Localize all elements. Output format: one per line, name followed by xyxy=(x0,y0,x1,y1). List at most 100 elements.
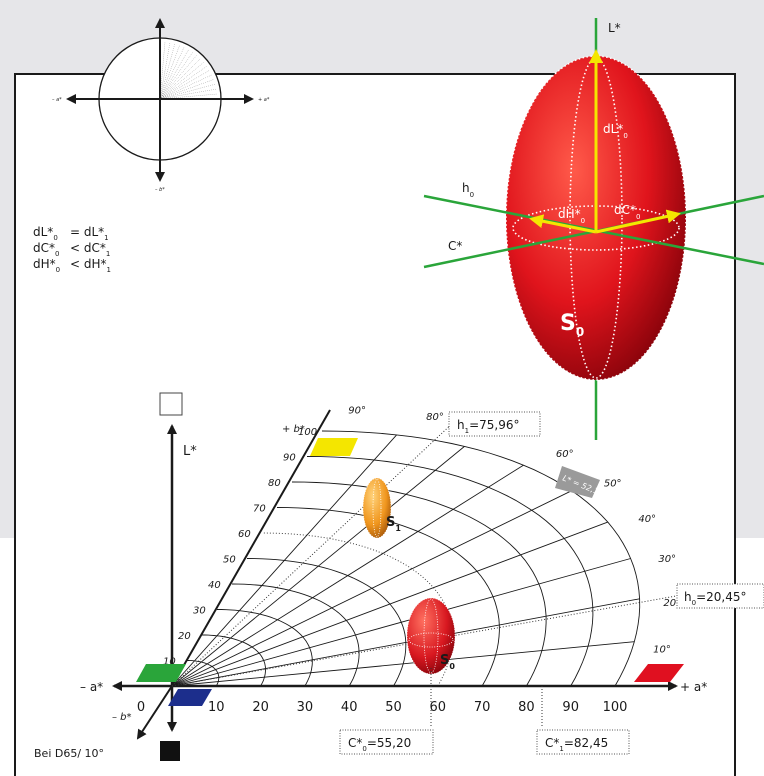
callout-h1-value: =75,96° xyxy=(469,418,519,432)
callout-h0: h0=20,45° xyxy=(676,583,764,609)
a-tick-label: 90 xyxy=(562,700,579,715)
a-tick-label: 50 xyxy=(385,700,402,715)
c-axis-label: C* xyxy=(448,239,462,253)
hue-angle-label: 90° xyxy=(348,406,366,417)
blue-swatch xyxy=(168,689,212,706)
svg-text:dC*0: dC*0 xyxy=(614,203,640,221)
a-tick-label: 0 xyxy=(137,700,145,715)
green-swatch xyxy=(136,664,186,682)
hue-angle-label: 40° xyxy=(638,514,656,525)
svg-text:dH*0< dH*1: dH*0< dH*1 xyxy=(33,257,111,274)
black-swatch xyxy=(160,741,180,761)
chroma-ring xyxy=(217,609,313,687)
wheel-minus-a-label: – a* xyxy=(52,97,62,103)
dL-sub: 0 xyxy=(623,132,627,140)
s1-ellipsoid-meridian xyxy=(372,478,382,538)
callout-c0-value: =55,20 xyxy=(367,736,411,750)
callout-c0: C*0=55,20 xyxy=(339,729,434,755)
chroma-ring xyxy=(246,558,407,687)
callout-c1-pre: C* xyxy=(545,736,559,750)
svg-text:C*1=82,45: C*1=82,45 xyxy=(545,736,608,753)
s0-big-sub: 0 xyxy=(576,325,584,339)
wheel-plus-a-label: + a* xyxy=(258,97,270,103)
s1-ellipsoid-dots xyxy=(362,477,392,539)
wheel-fan-ray xyxy=(159,42,176,100)
hue-ray xyxy=(171,446,465,687)
b-tick-label: 50 xyxy=(223,555,236,566)
callout-h1-box xyxy=(448,411,541,437)
wheel-fan-ray xyxy=(159,51,194,100)
formula-1-lhs-sub: 0 xyxy=(53,234,57,242)
wheel-fan-ray xyxy=(159,88,218,100)
s0-small-ellipsoid-dots xyxy=(406,597,456,675)
b-tick-label: 30 xyxy=(193,606,206,617)
plot-minus-a-label: – a* xyxy=(80,680,103,694)
wheel-fan-ray xyxy=(159,57,202,100)
formula-3-op: < dH* xyxy=(70,257,107,271)
svg-text:dH*0: dH*0 xyxy=(558,207,585,225)
dH-sub: 0 xyxy=(581,217,585,225)
callout-c0-box xyxy=(339,729,434,755)
wheel-fan-ray xyxy=(159,78,215,100)
wheel-fan-ray xyxy=(159,41,171,100)
wheel-fan-ray xyxy=(159,65,208,100)
s0-small-ellipsoid-equator xyxy=(408,632,454,648)
wheel-fan-ray xyxy=(159,48,190,100)
a-tick-label: 30 xyxy=(297,700,314,715)
svg-text:S1: S1 xyxy=(386,515,401,533)
h0-axis-sub: 0 xyxy=(470,191,474,199)
s0-small-ellipsoid xyxy=(407,598,455,674)
hue-angle-label: 50° xyxy=(604,479,622,490)
dC-arrow xyxy=(595,209,681,234)
svg-text:dL*0: dL*0 xyxy=(603,122,628,140)
plot-minus-b-label: – b* xyxy=(112,712,132,723)
s0-big-label: S xyxy=(560,311,576,336)
wheel-minus-b-label: – b* xyxy=(155,187,165,193)
svg-text:S0: S0 xyxy=(440,653,455,671)
hue-angle-label: 60° xyxy=(556,449,574,460)
b-tick-label: 10 xyxy=(163,657,176,668)
callout-h0-pre: h xyxy=(684,590,692,604)
dH-label: dH* xyxy=(558,207,581,221)
formula-3-rhs-sub: 1 xyxy=(107,266,111,274)
polar-grid xyxy=(171,430,641,687)
formula-2-lhs: dC* xyxy=(33,241,55,255)
svg-text:C*0=55,20: C*0=55,20 xyxy=(348,736,411,753)
wheel-fan-ray xyxy=(159,41,166,100)
ellipsoid-outline-dots xyxy=(505,55,687,381)
h1-hue-line xyxy=(171,419,457,687)
dC-label: dC* xyxy=(614,203,636,217)
hue-ray xyxy=(171,490,572,687)
b-tick-label: 60 xyxy=(238,529,251,540)
chroma-ring xyxy=(231,583,360,687)
svg-text:S0: S0 xyxy=(560,311,584,339)
formula-1-lhs: dL* xyxy=(33,225,53,239)
a-tick-label: 100 xyxy=(603,700,628,715)
chroma-ring xyxy=(202,634,266,687)
wheel-fan-ray xyxy=(159,93,218,100)
callout-h0-value: =20,45° xyxy=(696,590,746,604)
hue-ray xyxy=(171,521,608,687)
hue-wheel: + a* – a* – b* xyxy=(52,18,270,193)
svg-text:h0=20,45°: h0=20,45° xyxy=(684,590,747,607)
callout-c1-value: =82,45 xyxy=(564,736,608,750)
ellipsoid-h0-axis-line xyxy=(423,194,764,266)
dL-label: dL* xyxy=(603,122,623,136)
chroma-ring xyxy=(321,430,641,687)
hue-ray xyxy=(171,434,397,687)
hue-ray xyxy=(171,598,640,687)
a-tick-label: 60 xyxy=(430,700,447,715)
s1-sub: 1 xyxy=(395,524,401,533)
dC-sub: 0 xyxy=(636,213,640,221)
a-tick-label: 10 xyxy=(208,700,225,715)
hue-angle-label: 10° xyxy=(653,645,671,656)
big-ellipsoid-group: L* dL*0 dH*0 dC*0 h0 C* S0 xyxy=(423,18,764,440)
callout-c1-sub: 1 xyxy=(559,745,563,753)
ellipsoid-l-axis-label: L* xyxy=(608,21,621,35)
formula-2-op: < dC* xyxy=(70,241,106,255)
formula-1-rhs-sub: 1 xyxy=(104,234,108,242)
hue-ray xyxy=(171,558,631,687)
